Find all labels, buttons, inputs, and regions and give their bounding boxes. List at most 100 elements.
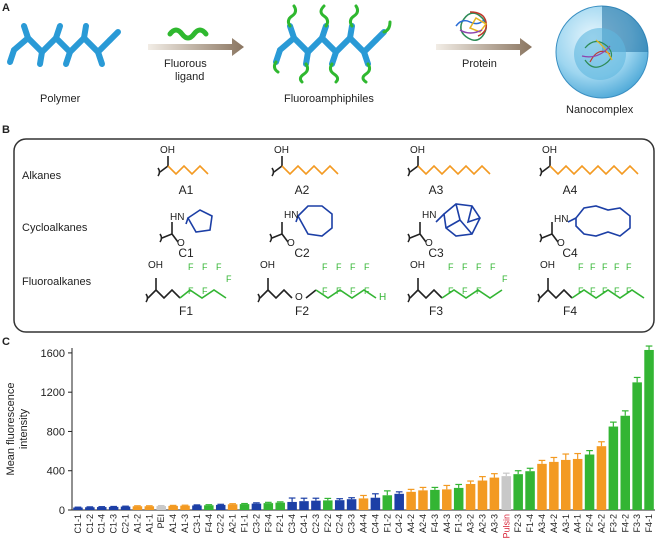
bar <box>465 483 476 510</box>
atom-oh-f1: OH <box>148 260 163 271</box>
bar <box>572 458 583 510</box>
bar <box>144 506 155 510</box>
bar <box>501 476 512 510</box>
bar <box>620 415 631 510</box>
alkane-a3-chain <box>417 164 491 176</box>
y-tick-label: 800 <box>47 426 65 438</box>
panel-a-letter: A <box>2 2 10 14</box>
x-tick-label: A4-2 <box>549 514 559 533</box>
bar <box>525 471 535 510</box>
y-tick-label: 400 <box>47 466 65 478</box>
bar <box>442 489 452 510</box>
bar <box>132 506 143 510</box>
bar <box>537 463 547 510</box>
bar <box>96 507 107 510</box>
x-tick-label: F3-4 <box>263 514 273 533</box>
x-tick-label: F4-2 <box>620 514 630 533</box>
y-axis-label-line-1: Mean fluorescence <box>5 383 17 476</box>
bar <box>549 461 559 510</box>
alkane-a2-chain <box>281 164 339 176</box>
x-tick-label: C4-1 <box>299 514 309 534</box>
x-tick-label: F2-4 <box>585 514 595 533</box>
nanocomplex-label: Nanocomplex <box>566 104 634 116</box>
bar <box>168 505 178 510</box>
compound-c2: C2 <box>294 246 310 260</box>
y-tick-label: 0 <box>59 505 65 517</box>
bar <box>227 504 238 510</box>
x-tick-label: F1-4 <box>525 514 535 533</box>
bar <box>204 505 214 510</box>
bar <box>394 493 404 510</box>
row-label-cycloalkanes: Cycloalkanes <box>22 222 88 234</box>
x-tick-label: A3-2 <box>466 514 476 533</box>
bar <box>287 501 297 510</box>
atom-oh-a1: OH <box>160 145 175 156</box>
bar <box>108 506 119 510</box>
protein-structure <box>455 11 488 41</box>
bar <box>489 477 500 510</box>
x-tick-label: F3-2 <box>608 514 618 533</box>
x-tick-label: A1-4 <box>168 514 178 533</box>
compound-c3: C3 <box>428 246 444 260</box>
bar <box>156 506 166 510</box>
atom-oh-a3: OH <box>410 145 425 156</box>
x-tick-label: C3-1 <box>192 514 202 534</box>
x-tick-label: A3-1 <box>561 514 571 533</box>
bar <box>251 503 262 510</box>
x-tick-label: C3-2 <box>251 514 261 534</box>
x-tick-label: A1-2 <box>132 514 142 533</box>
arrow-2 <box>436 38 532 56</box>
cycloheptane-ring <box>297 205 333 237</box>
atom-o-c4: O <box>557 238 565 249</box>
atom-o-f2: O <box>295 292 303 303</box>
row-label-alkanes: Alkanes <box>22 170 62 182</box>
x-tick-label: F3-3 <box>632 514 642 533</box>
ligand-squiggle <box>167 27 209 41</box>
atom-h-f2: H <box>379 292 387 303</box>
atom-oh-a2: OH <box>274 145 289 156</box>
compound-a3: A3 <box>428 183 444 197</box>
compound-f1: F1 <box>178 304 193 318</box>
x-tick-label: A3-4 <box>537 514 547 533</box>
x-tick-label: F1-1 <box>240 514 250 533</box>
atom-o-c3: O <box>425 238 433 249</box>
protein-label: Protein <box>462 58 497 70</box>
bar <box>418 490 428 510</box>
compound-f2: F2 <box>294 304 309 318</box>
bar <box>453 487 464 510</box>
bar <box>632 382 642 510</box>
fluoroamphiphile-chain <box>272 4 392 84</box>
atom-oh-a4: OH <box>542 145 557 156</box>
compound-f4: F4 <box>562 304 577 318</box>
fluoro-f3-chain <box>441 289 503 299</box>
bar <box>477 480 488 510</box>
cyclodecane-ring <box>575 205 631 237</box>
x-tick-label: A4-4 <box>359 514 369 533</box>
x-tick-label: F4-3 <box>430 514 440 533</box>
x-tick-label: A2-1 <box>228 514 238 533</box>
atom-hn-c4: HN <box>554 214 569 225</box>
bar <box>73 507 83 510</box>
bar <box>275 502 285 510</box>
fluoroamphiphiles-label: Fluoroamphiphiles <box>284 93 374 105</box>
bar <box>513 474 523 510</box>
alkane-a4-chain <box>549 164 639 176</box>
atom-o-c1: O <box>177 238 185 249</box>
y-tick-label: 1600 <box>41 348 65 360</box>
bar <box>85 507 95 510</box>
compound-f3: F3 <box>428 304 443 318</box>
x-tick-label: C4-2 <box>394 514 404 534</box>
atom-o-c2: O <box>287 238 295 249</box>
polymer-chain <box>7 23 121 67</box>
x-tick-label: A4-3 <box>442 514 452 533</box>
x-tick-label: C3-3 <box>347 514 357 534</box>
x-tick-label: C2-1 <box>121 514 131 534</box>
x-tick-label: C1-3 <box>109 514 119 534</box>
fluoro-f2-chain <box>315 289 377 299</box>
x-tick-label: Pulsin <box>501 514 511 539</box>
compound-a4: A4 <box>562 183 578 197</box>
x-tick-label: F1-2 <box>382 514 392 533</box>
x-tick-label: C1-4 <box>97 514 107 534</box>
